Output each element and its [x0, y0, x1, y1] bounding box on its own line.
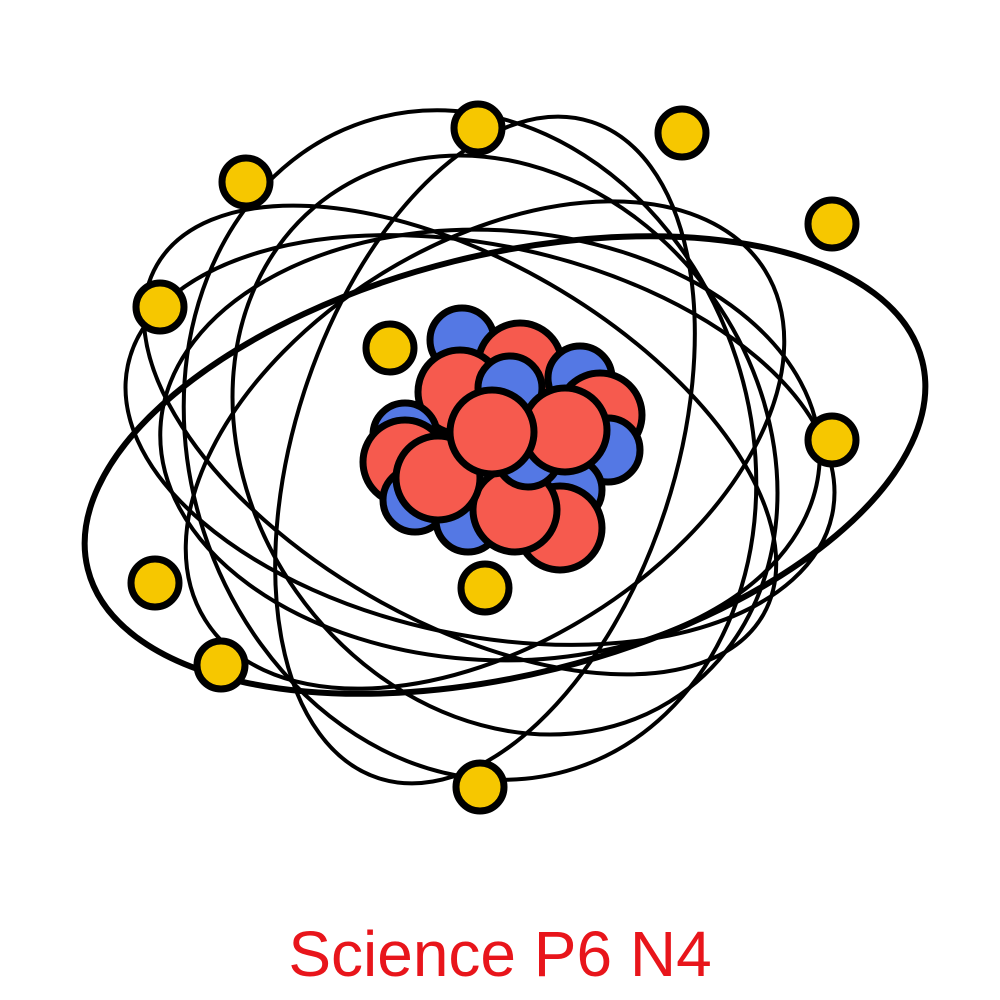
electron-4 — [804, 196, 860, 252]
electron-11 — [452, 759, 508, 815]
electron-8 — [457, 560, 513, 616]
nucleus — [359, 304, 646, 574]
electron-7 — [804, 412, 860, 468]
atom-diagram — [81, 100, 929, 815]
caption: Science P6 N4 — [288, 918, 712, 990]
electron-10 — [193, 637, 249, 693]
orbit-5 — [273, 114, 697, 786]
orbit-3 — [183, 199, 787, 691]
electron-9 — [127, 555, 183, 611]
electron-6 — [362, 320, 418, 376]
electron-2 — [654, 105, 710, 161]
proton-9 — [446, 386, 538, 478]
electron-5 — [132, 279, 188, 335]
electrons-group — [127, 100, 860, 815]
orbit-4 — [181, 108, 759, 782]
orbit-8 — [230, 153, 780, 737]
orbit-6 — [141, 203, 779, 677]
electron-3 — [218, 154, 274, 210]
electron-1 — [450, 100, 506, 156]
